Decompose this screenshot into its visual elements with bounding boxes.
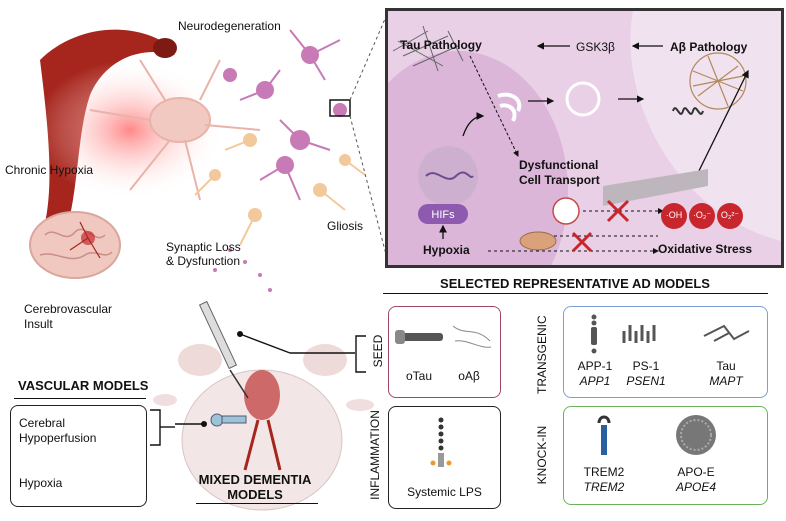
hifs-pill	[418, 204, 468, 224]
selected-heading-rule	[383, 293, 768, 294]
cerebral-hypoperfusion-label-2: Hypoperfusion	[19, 431, 97, 445]
oabeta-fibril-icon	[452, 325, 492, 348]
neurodegeneration-label: Neurodegeneration	[178, 19, 281, 33]
hypoxia-inset-label: Hypoxia	[423, 243, 470, 257]
syringe-icon	[198, 300, 249, 399]
apoe-particle-icon	[676, 415, 716, 455]
inflammation-box: Systemic LPS	[388, 406, 501, 509]
tau-tangle-icon	[392, 25, 464, 72]
systemic-lps-label: Systemic LPS	[407, 485, 482, 499]
hifs-label: HIFs	[431, 209, 455, 221]
app-protein-icon	[591, 314, 597, 354]
oabeta-label: oAβ	[458, 369, 480, 383]
blood-vessel-icon	[35, 29, 225, 250]
transgenic-box: APP-1 APP1 PS-1 PSEN1 Tau MAPT	[563, 306, 768, 398]
psen1-gene-label: PSEN1	[626, 374, 666, 388]
tau-label: Tau	[716, 359, 736, 373]
otau-label: oTau	[405, 369, 433, 383]
vessel-clip-icon	[210, 413, 247, 427]
trem2-gene-label: TREM2	[583, 480, 625, 494]
seed-tag: SEED	[371, 334, 385, 368]
gsk3b-label: GSK3β	[576, 40, 615, 54]
oxidative-stress-label: Oxidative Stress	[658, 242, 753, 256]
tau-protein-icon	[703, 324, 750, 342]
receptor-icon	[672, 107, 704, 115]
inflammation-tag: INFLAMMATION	[368, 410, 382, 500]
dna-circle	[418, 146, 478, 206]
gliosis-label: Gliosis	[327, 219, 364, 233]
glia-cluster-icon	[194, 29, 366, 292]
transgenic-icons	[591, 314, 750, 354]
ros-o22-icon	[717, 203, 743, 229]
peroxisome-icon	[552, 197, 580, 225]
ros-o2-text: ·O₂⁻	[692, 210, 712, 220]
apoe4-gene-label: APOE4	[675, 480, 717, 494]
chronic-hypoxia-label: Chronic Hypoxia	[5, 163, 94, 177]
mixed-dementia-title-1: MIXED DEMENTIA	[198, 472, 312, 487]
mixed-dementia-title-2: MODELS	[227, 487, 283, 502]
vascular-models-heading: VASCULAR MODELS	[18, 378, 149, 393]
zoom-marker	[329, 99, 351, 117]
trem2-label: TREM2	[583, 465, 625, 479]
neuron-icon	[89, 59, 261, 201]
ros-oh-text: ·OH	[665, 210, 683, 220]
golgi-icon	[497, 92, 522, 122]
ps1-label: PS-1	[632, 359, 660, 373]
tau-pathology-label: Tau Pathology	[400, 38, 482, 52]
apoe-label: APO-E	[677, 465, 715, 479]
brain-icon	[29, 211, 121, 279]
block-x-icon	[571, 199, 630, 253]
mixed-dementia-rule	[196, 503, 318, 504]
dysfunctional-label-2: Cell Transport	[519, 173, 600, 187]
knockin-icons	[597, 415, 716, 455]
synaptic-loss-label-2: & Dysfunction	[166, 254, 241, 268]
dna-icon	[425, 171, 474, 180]
synaptic-loss-label-1: Synaptic Loss	[166, 240, 241, 254]
amyloid-plaque-icon	[689, 52, 747, 110]
mouse-icon	[153, 344, 374, 511]
dysfunctional-label-1: Dysfunctional	[519, 158, 599, 172]
hypoxia-model-label: Hypoxia	[19, 476, 63, 490]
app1-label: APP-1	[577, 359, 613, 373]
ps1-protein-icon	[622, 325, 656, 343]
vascular-heading-rule	[14, 398, 146, 399]
mapt-gene-label: MAPT	[709, 374, 743, 388]
mitochondria-icon	[519, 231, 557, 251]
abeta-pathology-label: Aβ Pathology	[670, 40, 748, 54]
vesicle-icon	[565, 81, 601, 117]
otau-fibril-icon	[395, 330, 443, 344]
ros-o22-text: O₂²⁻	[720, 210, 740, 220]
microtubule-icon	[603, 169, 708, 206]
cerebrovascular-label-2: Insult	[24, 317, 53, 331]
seed-icons	[395, 325, 492, 348]
cerebral-hypoperfusion-label-1: Cerebral	[19, 416, 66, 430]
selected-models-heading: SELECTED REPRESENTATIVE AD MODELS	[440, 276, 710, 291]
lps-icon	[430, 417, 452, 467]
transgenic-tag: TRANSGENIC	[535, 315, 549, 394]
ros-o2-icon	[689, 203, 715, 229]
seed-box: oTau oAβ	[388, 306, 501, 398]
trem2-receptor-icon	[597, 415, 611, 455]
vascular-models-box: Cerebral Hypoperfusion Hypoxia	[10, 405, 147, 507]
knockin-box: TREM2 TREM2 APO-E APOE4	[563, 406, 768, 505]
cerebrovascular-label-1: Cerebrovascular	[24, 302, 113, 316]
ros-oh-icon	[661, 203, 687, 229]
app1-gene-label: APP1	[579, 374, 611, 388]
pathology-inset-panel: Tau Pathology GSK3β Aβ Pathology Dysfunc…	[385, 8, 784, 268]
knockin-tag: KNOCK-IN	[535, 425, 549, 485]
